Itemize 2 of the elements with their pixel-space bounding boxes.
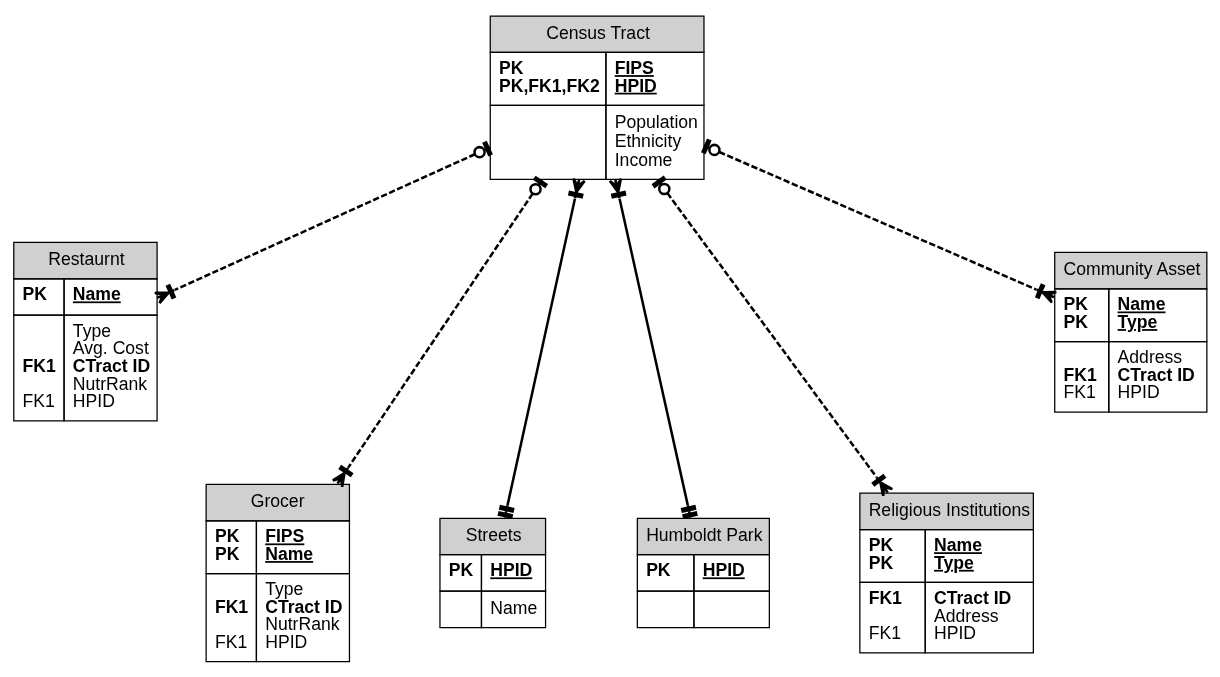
connector	[651, 175, 894, 497]
connector	[331, 175, 549, 488]
